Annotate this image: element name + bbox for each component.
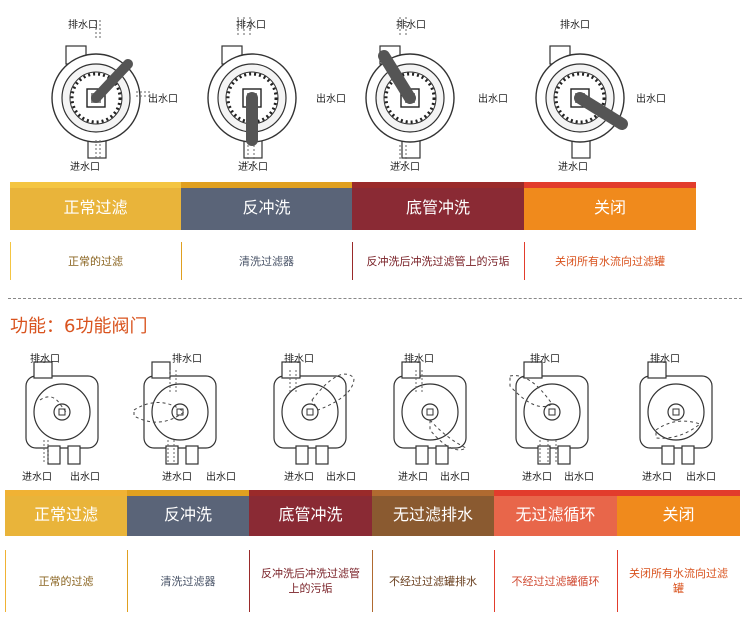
top-label-outlet-4: 出水口 xyxy=(636,92,666,105)
bottom-label-inlet-1: 进水口 xyxy=(22,471,52,483)
top-description-row: 正常的过滤 清洗过滤器 反冲洗后冲洗过滤管上的污垢 关闭所有水流向过滤罐 xyxy=(10,240,696,282)
bottom-label-drain-4: 排水口 xyxy=(404,352,434,365)
top-label-drain-3: 排水口 xyxy=(396,18,426,31)
top-mode-bottom-rinse: 底管冲洗 xyxy=(352,182,524,230)
top-desc-bottom-rinse: 反冲洗后冲洗过滤管上的污垢 xyxy=(352,240,524,282)
bottom-diagram-5 xyxy=(509,361,589,465)
bottom-label-outlet-3: 出水口 xyxy=(326,470,356,483)
bottom-label-outlet-6: 出水口 xyxy=(686,470,716,483)
bottom-diagram-2 xyxy=(133,361,217,465)
top-diagram-3 xyxy=(364,15,456,165)
top-label-inlet-2: 进水口 xyxy=(238,161,268,173)
bottom-label-inlet-5: 进水口 xyxy=(522,471,552,483)
bottom-diagram-6 xyxy=(639,361,713,465)
top-desc-normal-filter: 正常的过滤 xyxy=(10,240,181,282)
bottom-label-inlet-6: 进水口 xyxy=(642,471,672,483)
top-label-outlet-1: 出水口 xyxy=(148,92,178,105)
bottom-description-row: 正常的过滤 清洗过滤器 反冲洗后冲洗过滤管上的污垢 不经过过滤罐排水 不经过过滤… xyxy=(5,548,740,614)
bottom-desc-backwash: 清洗过滤器 xyxy=(127,548,249,614)
bottom-label-outlet-1: 出水口 xyxy=(70,470,100,483)
bottom-desc-closed: 关闭所有水流向过滤罐 xyxy=(617,548,740,614)
bottom-mode-normal-filter: 正常过滤 xyxy=(5,490,127,536)
bottom-mode-waste: 无过滤排水 xyxy=(372,490,494,536)
bottom-desc-recirculate: 不经过过滤罐循环 xyxy=(494,548,617,614)
section-title: 功能：6功能阀门 xyxy=(10,316,148,337)
bottom-mode-closed: 关闭 xyxy=(617,490,740,536)
top-mode-backwash: 反冲洗 xyxy=(181,182,352,230)
bottom-label-drain-5: 排水口 xyxy=(530,352,560,365)
bottom-diagram-4 xyxy=(393,361,468,465)
bottom-label-drain-6: 排水口 xyxy=(650,352,680,365)
top-desc-closed: 关闭所有水流向过滤罐 xyxy=(524,240,696,282)
bottom-label-drain-3: 排水口 xyxy=(284,352,314,365)
bottom-mode-recirculate: 无过滤循环 xyxy=(494,490,617,536)
top-mode-closed: 关闭 xyxy=(524,182,696,230)
top-label-inlet-3: 进水口 xyxy=(390,161,420,173)
top-label-drain-1: 排水口 xyxy=(68,18,98,31)
top-label-inlet-4: 进水口 xyxy=(558,161,588,173)
top-desc-backwash: 清洗过滤器 xyxy=(181,240,352,282)
bottom-mode-band: 正常过滤 反冲洗 底管冲洗 无过滤排水 无过滤循环 关闭 xyxy=(5,490,740,536)
bottom-mode-bottom-rinse: 底管冲洗 xyxy=(249,490,372,536)
bottom-label-inlet-4: 进水口 xyxy=(398,471,428,483)
bottom-label-inlet-2: 进水口 xyxy=(162,471,192,483)
bottom-label-outlet-4: 出水口 xyxy=(440,470,470,483)
bottom-mode-backwash: 反冲洗 xyxy=(127,490,249,536)
top-mode-normal-filter: 正常过滤 xyxy=(10,182,181,230)
bottom-label-outlet-2: 出水口 xyxy=(206,470,236,483)
bottom-diagram-3 xyxy=(273,361,355,465)
top-label-drain-2: 排水口 xyxy=(236,18,266,31)
top-label-outlet-3: 出水口 xyxy=(478,92,508,105)
bottom-label-inlet-3: 进水口 xyxy=(284,471,314,483)
bottom-label-outlet-5: 出水口 xyxy=(564,470,594,483)
top-mode-band: 正常过滤 反冲洗 底管冲洗 关闭 xyxy=(10,182,696,230)
bottom-label-drain-1: 排水口 xyxy=(30,352,60,365)
bottom-diagram-1 xyxy=(25,361,99,465)
bottom-desc-normal-filter: 正常的过滤 xyxy=(5,548,127,614)
section-divider xyxy=(8,298,742,299)
bottom-label-drain-2: 排水口 xyxy=(172,352,202,365)
top-label-inlet-1: 进水口 xyxy=(70,161,100,173)
top-label-outlet-2: 出水口 xyxy=(316,92,346,105)
bottom-desc-bottom-rinse: 反冲洗后冲洗过滤管上的污垢 xyxy=(249,548,372,614)
top-diagram-2 xyxy=(206,15,298,165)
bottom-desc-waste: 不经过过滤罐排水 xyxy=(372,548,494,614)
top-label-drain-4: 排水口 xyxy=(560,18,590,31)
top-diagram-1 xyxy=(50,20,152,160)
top-diagram-4 xyxy=(534,44,628,160)
